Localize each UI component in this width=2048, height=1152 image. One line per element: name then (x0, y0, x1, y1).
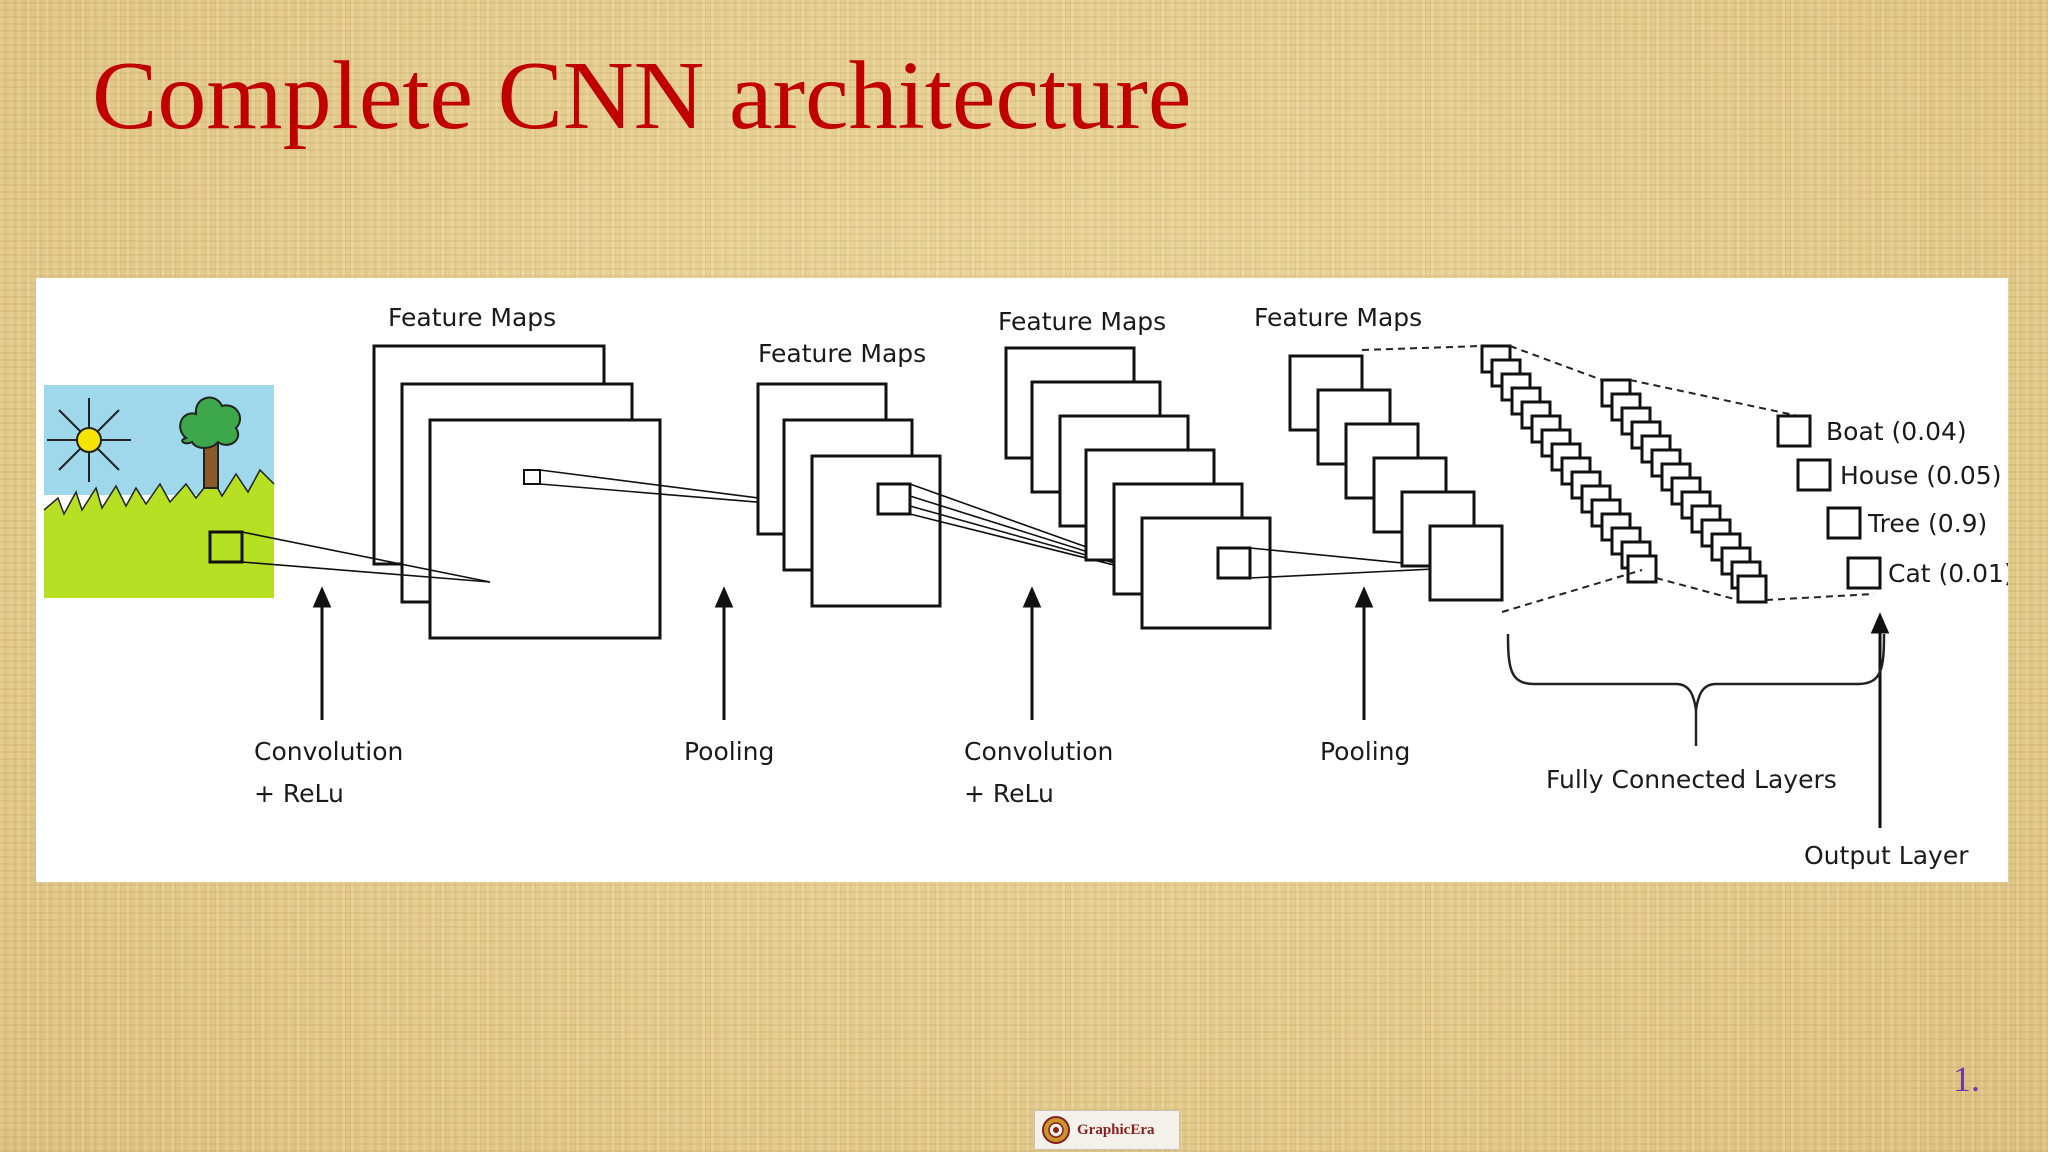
pool1-feature-maps (756, 382, 942, 608)
output-node-house (1796, 458, 1832, 492)
logo-seal-icon (1042, 1116, 1070, 1144)
output-node-boat (1776, 414, 1812, 448)
fc-layer-1 (1480, 344, 1658, 584)
university-logo: GraphicEra (1034, 1110, 1180, 1150)
input-receptive-field (208, 530, 244, 564)
input-grass (44, 470, 274, 598)
dashed-connections (1361, 345, 1875, 613)
output-label-tree: Tree (0.9) (1867, 509, 1987, 538)
conv1-feature-maps (372, 344, 662, 640)
conv2-patch (1216, 546, 1252, 580)
output-label-boat: Boat (0.04) (1826, 417, 1967, 446)
logo-wordmark: GraphicEra (1077, 1121, 1155, 1138)
stage-label-pool2: Pooling (1320, 737, 1410, 766)
input-image (43, 385, 275, 598)
output-layer-label: Output Layer (1804, 841, 1969, 870)
cnn-architecture-diagram: Boat (0.04) House (0.05) Tree (0.9) Cat … (43, 303, 2008, 870)
feature-maps-label-3: Feature Maps (998, 307, 1166, 336)
sun-icon (47, 398, 131, 482)
stage-label-pool1: Pooling (684, 737, 774, 766)
cnn-diagram-panel: Boat (0.04) House (0.05) Tree (0.9) Cat … (36, 278, 2008, 882)
fully-connected-brace (1506, 633, 1886, 711)
feature-maps-label-2: Feature Maps (758, 339, 926, 368)
fc-layer-2 (1600, 378, 1768, 604)
output-node-tree (1826, 506, 1862, 540)
conv2-feature-maps (1004, 346, 1272, 630)
stage-label-conv2-line2: + ReLu (964, 779, 1054, 808)
output-node-cat (1846, 556, 1882, 590)
stage-label-conv1-line1: Convolution (254, 737, 403, 766)
page-number: 1. (1953, 1059, 1980, 1099)
stage-label-conv2-line1: Convolution (964, 737, 1113, 766)
pool2-feature-maps (1288, 354, 1504, 602)
pool1-patch (876, 482, 912, 516)
fully-connected-label: Fully Connected Layers (1546, 765, 1837, 794)
tree-icon (179, 396, 241, 489)
slide-title: Complete CNN architecture (92, 42, 1192, 150)
stage-label-conv1-line2: + ReLu (254, 779, 344, 808)
output-label-house: House (0.05) (1840, 461, 2001, 490)
stage-arrows (312, 586, 1890, 828)
output-nodes (1776, 414, 1882, 590)
feature-maps-label-1: Feature Maps (388, 303, 556, 332)
conv1-patch (523, 469, 541, 485)
feature-maps-label-4: Feature Maps (1254, 303, 1422, 332)
output-label-cat: Cat (0.01) (1888, 559, 2008, 588)
grass-outline (43, 468, 275, 516)
